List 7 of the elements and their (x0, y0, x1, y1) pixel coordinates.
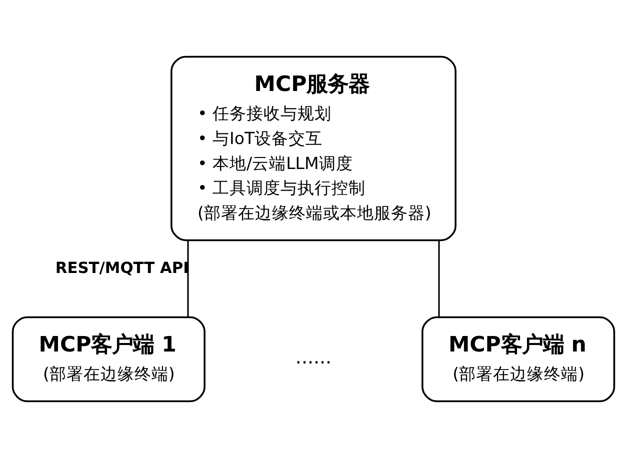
edge-label: REST/MQTT API (55, 259, 189, 278)
connector (187, 240, 189, 317)
label: ...... (295, 346, 332, 369)
node-box: MCP客户端 n (部署在边缘终端) (422, 316, 616, 402)
node-box: MCP客户端 1 (部署在边缘终端) (12, 316, 206, 402)
connector (438, 240, 440, 317)
node-box: MCP服务器 • 任务接收与规划 • 与IoT设备交互 • 本地/云端LLM调度 • 工具调度与执行控制 (部署在边缘终端或本地服务器) (170, 56, 456, 242)
